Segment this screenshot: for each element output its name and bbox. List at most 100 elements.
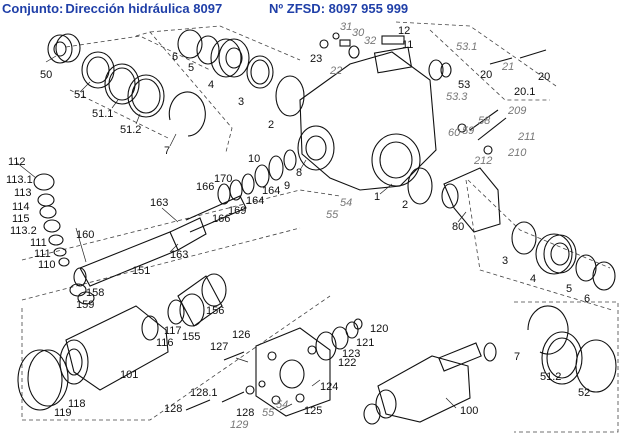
label-112: 112 — [8, 156, 26, 168]
label-53-1: 53.1 — [456, 41, 477, 53]
label-3-top: 3 — [238, 96, 244, 108]
label-51-1: 51.1 — [92, 108, 113, 120]
part-ring-5-right — [575, 254, 597, 282]
label-10: 10 — [248, 153, 260, 165]
label-5-right: 5 — [566, 283, 572, 295]
label-116: 116 — [156, 337, 174, 349]
label-101: 101 — [120, 369, 138, 381]
label-125: 125 — [304, 405, 322, 417]
label-155: 155 — [182, 331, 200, 343]
label-20-1: 20.1 — [514, 86, 535, 98]
label-59: 59 — [462, 125, 474, 137]
label-123: 123 — [342, 348, 360, 360]
label-117: 117 — [164, 325, 182, 337]
label-113: 113 — [14, 187, 32, 199]
label-53: 53 — [458, 79, 470, 91]
label-164-b: 164 — [262, 185, 280, 197]
label-127: 127 — [210, 341, 228, 353]
label-120: 120 — [370, 323, 388, 335]
part-group-valve-top — [319, 32, 547, 81]
part-bearing-4-right — [535, 233, 577, 275]
part-seal-rings-120-123 — [315, 318, 363, 361]
label-114: 114 — [12, 201, 30, 213]
main-housing-1 — [297, 46, 437, 191]
part-linkage-58-60 — [457, 109, 507, 155]
assembly-guide-lines — [21, 21, 619, 433]
part-screws-127-129 — [185, 351, 266, 411]
label-158: 158 — [86, 287, 104, 299]
label-4-right: 4 — [530, 273, 536, 285]
label-166-a: 166 — [196, 181, 214, 193]
label-21: 21 — [501, 61, 514, 73]
label-124: 124 — [320, 381, 338, 393]
label-54-a: 54 — [340, 197, 352, 209]
label-3-right: 3 — [502, 255, 508, 267]
part-rings-158-159 — [69, 283, 95, 305]
label-31: 31 — [340, 21, 352, 33]
part-o-ring-2-top — [275, 75, 305, 117]
part-seal-51 — [81, 51, 115, 89]
label-128-b: 128 — [236, 407, 254, 419]
part-nut-50 — [47, 33, 81, 64]
label-119: 119 — [54, 407, 72, 419]
part-ring-155 — [167, 299, 185, 325]
label-121: 121 — [356, 337, 374, 349]
label-128-a: 128 — [164, 403, 182, 415]
label-166-b: 166 — [212, 213, 230, 225]
label-2-right: 2 — [402, 199, 408, 211]
label-7-left: 7 — [164, 145, 170, 157]
part-ring-6-right — [592, 261, 616, 291]
label-50: 50 — [40, 69, 52, 81]
label-160: 160 — [76, 229, 94, 241]
part-sector-shaft-80 — [441, 167, 501, 233]
label-212: 212 — [473, 155, 492, 167]
label-23: 23 — [310, 53, 322, 65]
label-55-a: 55 — [326, 209, 339, 221]
part-seal-stack-110-115 — [33, 173, 70, 267]
label-111-a: 111 — [30, 237, 47, 249]
label-55-b: 55 — [262, 407, 275, 419]
label-12: 12 — [398, 25, 410, 37]
part-cover-124 — [255, 327, 331, 417]
label-6-top: 6 — [172, 51, 178, 63]
label-211: 211 — [517, 131, 536, 143]
part-bearing-4-top — [210, 38, 250, 78]
label-58: 58 — [478, 115, 491, 127]
part-rings-118-119 — [17, 349, 69, 411]
part-seal-52 — [575, 339, 617, 393]
leader-lines — [15, 55, 467, 411]
part-housing-101 — [59, 305, 169, 391]
label-159: 159 — [76, 299, 94, 311]
part-number-labels: 50 51 51.1 51.2 7 6 5 4 3 2 31 30 32 23 … — [6, 21, 590, 431]
zfsd-number: Nº ZFSD: 8097 955 999 — [269, 1, 409, 16]
label-53-3: 53.3 — [446, 91, 468, 103]
label-52: 52 — [578, 387, 590, 399]
label-80: 80 — [452, 221, 464, 233]
label-2-top: 2 — [268, 119, 274, 131]
label-163-b: 163 — [170, 249, 188, 261]
label-5-top: 5 — [188, 62, 194, 74]
part-sleeve-156 — [177, 273, 227, 327]
label-111-b: 111 — [34, 248, 51, 260]
part-ring-5-top — [196, 35, 220, 65]
label-100: 100 — [460, 405, 478, 417]
part-snap-ring-7 — [168, 91, 206, 137]
label-164-a: 164 — [246, 195, 264, 207]
label-11: 11 — [402, 39, 413, 51]
label-20-b: 20 — [538, 71, 550, 83]
label-129: 129 — [230, 419, 248, 431]
label-113-2: 113.2 — [10, 225, 37, 237]
assembly-title-name: Dirección hidráulica 8097 — [65, 1, 223, 16]
label-170: 170 — [214, 173, 232, 185]
label-51-2: 51.2 — [120, 124, 141, 136]
label-51-2-right: 51.2 — [540, 371, 561, 383]
label-7-right: 7 — [514, 351, 520, 363]
part-assembled-gear-100 — [363, 342, 497, 425]
part-ring-3-right — [511, 221, 537, 255]
assembly-title: Conjunto: Dirección hidráulica 8097 — [2, 1, 222, 16]
label-122: 122 — [338, 357, 356, 369]
part-ring-51-1 — [104, 63, 140, 105]
part-ring-3-top — [246, 55, 274, 89]
label-126: 126 — [232, 329, 250, 341]
label-22: 22 — [329, 65, 342, 77]
